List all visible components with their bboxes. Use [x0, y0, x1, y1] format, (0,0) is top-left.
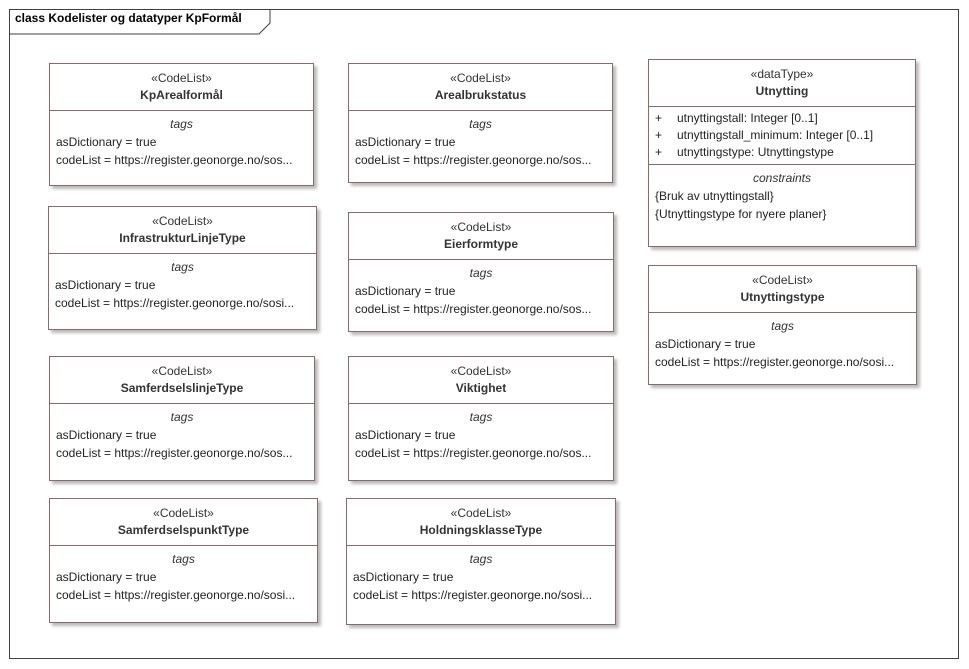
datatype-utnytting[interactable]: «dataType» Utnytting + utnyttingstall: I…	[648, 59, 916, 247]
tags-compartment: tags asDictionary = true codeList = http…	[349, 260, 613, 322]
class-name: Eierformtype	[443, 237, 519, 251]
tag-value: codeList = https://register.geonorge.no/…	[56, 446, 293, 460]
tags-compartment: tags asDictionary = true codeList = http…	[349, 111, 612, 173]
class-name: SamferdselspunktType	[117, 523, 250, 537]
tag-value: codeList = https://register.geonorge.no/…	[56, 153, 293, 167]
class-viktighet[interactable]: «CodeList» Viktighet tags asDictionary =…	[348, 356, 614, 481]
class-eierformtype[interactable]: «CodeList» Eierformtype tags asDictionar…	[348, 212, 614, 332]
class-holdningsklassetype[interactable]: «CodeList» HoldningsklasseType tags asDi…	[346, 498, 616, 625]
compartment-title: tags	[170, 117, 193, 131]
attribute-row: + utnyttingstall: Integer [0..1]	[655, 110, 909, 127]
tags-compartment: tags asDictionary = true codeList = http…	[50, 404, 314, 466]
class-header: «CodeList» KpArealformål	[50, 64, 313, 111]
stereotype-label: «CodeList»	[153, 506, 214, 520]
compartment-title: tags	[469, 266, 493, 280]
class-header: «CodeList» HoldningsklasseType	[347, 499, 615, 546]
tags-compartment: tags asDictionary = true codeList = http…	[49, 254, 316, 316]
class-kparealformal[interactable]: «CodeList» KpArealformål tags asDictiona…	[49, 63, 314, 186]
class-header: «CodeList» InfrastrukturLinjeType	[49, 207, 316, 254]
class-arealbrukstatus[interactable]: «CodeList» Arealbrukstatus tags asDictio…	[348, 63, 613, 183]
class-header: «CodeList» SamferdselslinjeType	[50, 357, 314, 404]
class-name: Viktighet	[455, 381, 507, 395]
stereotype-label: «CodeList»	[152, 214, 213, 228]
attribute-text: utnyttingstype: Utnyttingstype	[677, 145, 834, 159]
tag-value: asDictionary = true	[655, 337, 756, 351]
class-name: Arealbrukstatus	[434, 88, 527, 102]
stereotype-label: «CodeList»	[450, 71, 511, 85]
compartment-title: tags	[171, 260, 194, 274]
tags-compartment: tags asDictionary = true codeList = http…	[50, 111, 313, 173]
stereotype-label: «CodeList»	[450, 364, 512, 378]
class-header: «CodeList» SamferdselspunktType	[50, 499, 317, 546]
class-utnyttingstype[interactable]: «CodeList» Utnyttingstype tags asDiction…	[648, 265, 917, 385]
constraints-compartment: constraints {Bruk av utnyttingstall} {Ut…	[649, 164, 915, 227]
tag-value: codeList = https://register.geonorge.no/…	[355, 302, 592, 316]
compartment-title: tags	[469, 117, 492, 131]
tags-compartment: tags asDictionary = true codeList = http…	[349, 404, 613, 466]
visibility-marker: +	[655, 145, 663, 159]
tag-value: codeList = https://register.geonorge.no/…	[655, 355, 895, 369]
tag-value: asDictionary = true	[56, 570, 157, 584]
constraint-text: {Utnyttingstype for nyere planer}	[655, 207, 827, 221]
tag-value: codeList = https://register.geonorge.no/…	[56, 588, 296, 602]
tag-value: codeList = https://register.geonorge.no/…	[55, 296, 295, 310]
class-samferdselspunkttype[interactable]: «CodeList» SamferdselspunktType tags asD…	[49, 498, 318, 623]
tag-value: asDictionary = true	[56, 428, 157, 442]
compartment-title: tags	[469, 410, 493, 424]
class-header: «CodeList» Viktighet	[349, 357, 613, 404]
compartment-title: tags	[771, 319, 794, 333]
tag-value: asDictionary = true	[55, 278, 156, 292]
class-samferdselslinjetype[interactable]: «CodeList» SamferdselslinjeType tags asD…	[49, 356, 315, 481]
class-header: «CodeList» Utnyttingstype	[649, 266, 916, 313]
diagram-title: class Kodelister og datatyper KpFormål	[15, 11, 242, 25]
stereotype-label: «dataType»	[750, 67, 814, 81]
compartment-title: tags	[469, 552, 493, 566]
tag-value: asDictionary = true	[353, 570, 454, 584]
stereotype-label: «CodeList»	[450, 506, 512, 520]
visibility-marker: +	[655, 128, 663, 142]
class-infrastrukturlinjetype[interactable]: «CodeList» InfrastrukturLinjeType tags a…	[48, 206, 317, 330]
attribute-row: + utnyttingstype: Utnyttingstype	[655, 144, 909, 161]
class-header: «CodeList» Eierformtype	[349, 213, 613, 260]
class-name: Utnytting	[755, 84, 809, 98]
attribute-text: utnyttingstall_minimum: Integer [0..1]	[677, 128, 874, 142]
attributes-compartment: + utnyttingstall: Integer [0..1] + utnyt…	[649, 107, 915, 164]
class-name: SamferdselslinjeType	[120, 381, 244, 395]
stereotype-label: «CodeList»	[151, 71, 212, 85]
tag-value: codeList = https://register.geonorge.no/…	[355, 153, 592, 167]
tag-value: asDictionary = true	[355, 428, 456, 442]
class-name: InfrastrukturLinjeType	[119, 231, 246, 245]
tag-value: codeList = https://register.geonorge.no/…	[355, 446, 592, 460]
stereotype-label: «CodeList»	[151, 364, 213, 378]
attribute-text: utnyttingstall: Integer [0..1]	[677, 111, 818, 125]
tag-value: asDictionary = true	[355, 135, 456, 149]
tags-compartment: tags asDictionary = true codeList = http…	[649, 313, 916, 375]
tag-value: asDictionary = true	[56, 135, 157, 149]
tag-value: asDictionary = true	[355, 284, 456, 298]
class-name: HoldningsklasseType	[419, 523, 543, 537]
tag-value: codeList = https://register.geonorge.no/…	[353, 588, 593, 602]
class-header: «dataType» Utnytting	[649, 60, 915, 107]
tags-compartment: tags asDictionary = true codeList = http…	[50, 546, 317, 608]
constraint-text: {Bruk av utnyttingstall}	[655, 189, 774, 203]
class-header: «CodeList» Arealbrukstatus	[349, 64, 612, 111]
tags-compartment: tags asDictionary = true codeList = http…	[347, 546, 615, 608]
attribute-row: + utnyttingstall_minimum: Integer [0..1]	[655, 127, 909, 144]
stereotype-label: «CodeList»	[752, 273, 813, 287]
compartment-title: tags	[170, 410, 194, 424]
compartment-title: tags	[172, 552, 195, 566]
class-name: Utnyttingstype	[740, 290, 825, 304]
frame-label-tab	[9, 9, 271, 35]
compartment-title: constraints	[752, 171, 812, 185]
visibility-marker: +	[655, 111, 663, 125]
class-name: KpArealformål	[140, 88, 223, 102]
stereotype-label: «CodeList»	[450, 220, 512, 234]
